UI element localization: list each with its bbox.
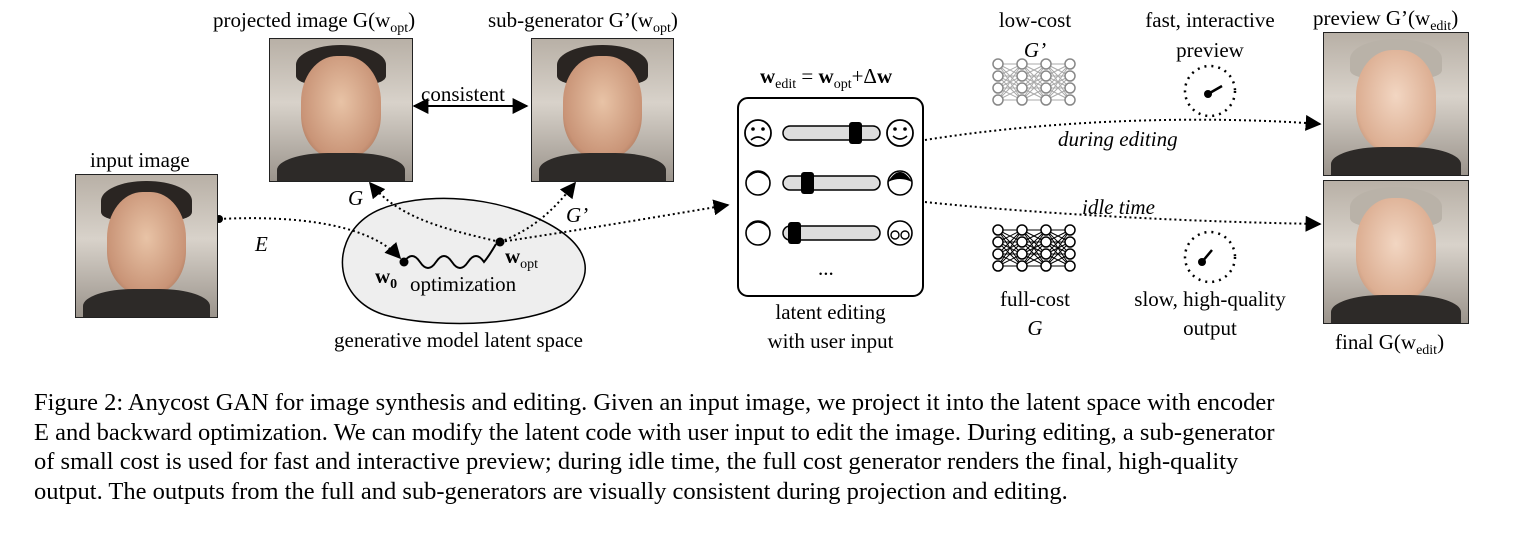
- fast-gauge-icon: [1183, 64, 1237, 118]
- w0-point: [399, 257, 409, 267]
- sub-generator-label: sub-generator G’(wopt): [488, 8, 678, 37]
- slider-smile: [744, 119, 914, 147]
- final-image: [1323, 180, 1469, 324]
- figure-caption: Figure 2: Anycost GAN for image synthesi…: [34, 388, 1514, 506]
- G-label: G: [348, 186, 364, 210]
- during-editing-label: during editing: [1058, 127, 1178, 151]
- editing-box: [737, 97, 924, 297]
- slow-label-2: output: [1183, 316, 1237, 340]
- full-cost-network-icon: [992, 224, 1076, 272]
- wedit-equation: wedit = wopt+Δw: [760, 64, 893, 93]
- wopt-label: wopt: [505, 244, 539, 273]
- optimization-label: optimization: [410, 272, 517, 296]
- w0-label: w0: [375, 264, 398, 293]
- figure-diagram: [215, 58, 1322, 325]
- slider-glasses: [745, 220, 913, 246]
- low-cost-G-label: G’: [1023, 38, 1047, 62]
- caption-line-1: Figure 2: Anycost GAN for image synthesi…: [34, 389, 1275, 416]
- low-cost-label: low-cost: [998, 8, 1072, 32]
- input-image: [75, 174, 218, 318]
- preview-label: preview G’(wedit): [1313, 6, 1459, 35]
- low-cost-network-icon: [992, 58, 1076, 106]
- latent-space-blob: [341, 197, 586, 325]
- Gprime-arrow: [499, 181, 576, 243]
- latent-editing-label-2: with user input: [767, 329, 894, 353]
- preview-image: [1323, 32, 1469, 176]
- final-label: final G(wedit): [1335, 330, 1445, 359]
- ellipsis: ...: [818, 256, 834, 280]
- optimization-path: [403, 243, 497, 269]
- Gprime-label: G’: [566, 203, 589, 227]
- slider-hair: [745, 170, 913, 196]
- caption-line-3: of small cost is used for fast and inter…: [34, 448, 1239, 475]
- latent-space-label: generative model latent space: [334, 328, 583, 352]
- full-cost-label: full-cost: [1000, 287, 1070, 311]
- caption-line-2: E and backward optimization. We can modi…: [34, 418, 1275, 446]
- idle-time-arrow: [924, 201, 1322, 232]
- projected-image-label: projected image G(wopt): [213, 8, 416, 37]
- sub-generator-image: [531, 38, 674, 182]
- fast-label-2: preview: [1176, 38, 1244, 62]
- slow-label-1: slow, high-quality: [1134, 287, 1286, 311]
- idle-time-label: idle time: [1082, 195, 1155, 219]
- fast-label-1: fast, interactive: [1145, 8, 1275, 32]
- full-cost-G-label: G: [1027, 316, 1043, 340]
- to-editing-arrow: [499, 199, 730, 243]
- slow-gauge-icon: [1183, 230, 1237, 284]
- during-editing-arrow: [924, 114, 1322, 141]
- projected-image: [269, 38, 413, 182]
- consistent-label: consistent: [421, 82, 505, 106]
- caption-line-4: output. The outputs from the full and su…: [34, 477, 1068, 505]
- latent-editing-label-1: latent editing: [775, 300, 886, 324]
- input-image-label: input image: [90, 148, 190, 172]
- E-label: E: [255, 232, 268, 256]
- G-arrow: [368, 181, 501, 243]
